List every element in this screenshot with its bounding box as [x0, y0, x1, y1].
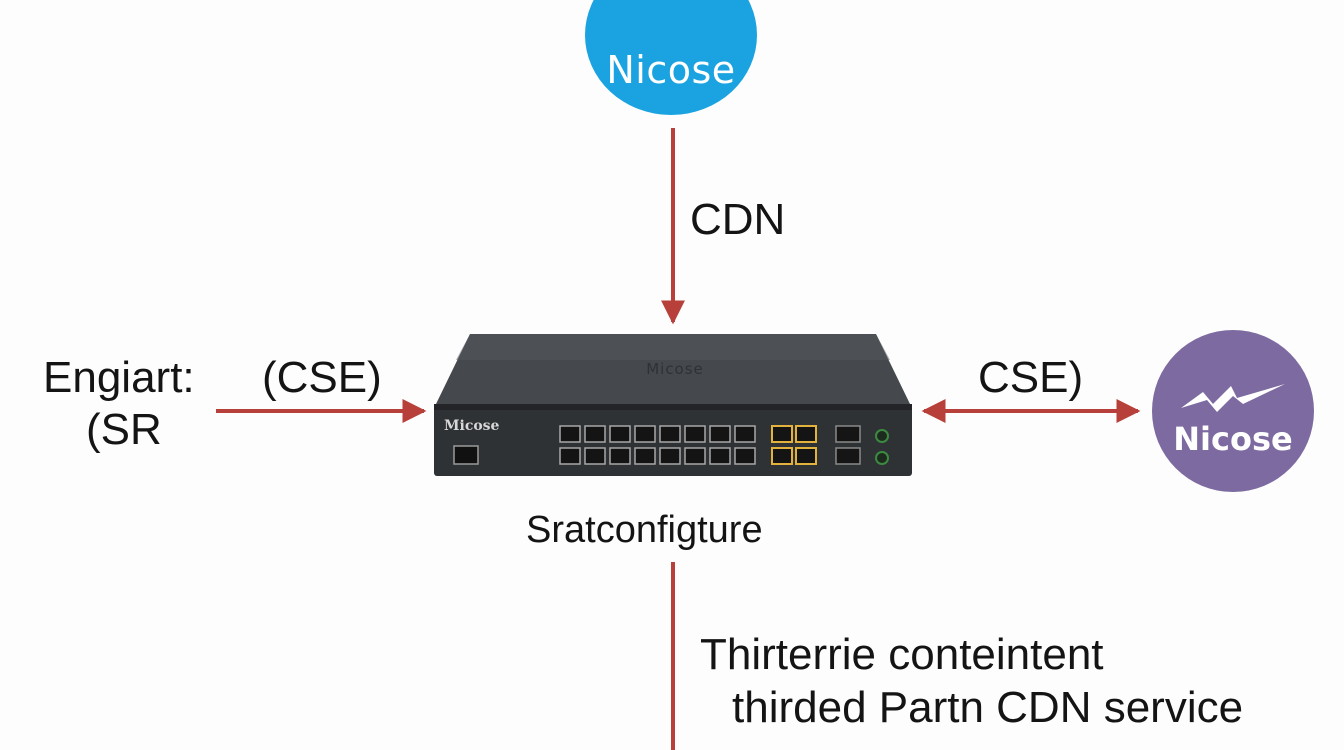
- bottom-label-line1: Thirterrie conteintent: [700, 630, 1104, 679]
- left-label-line1: Engiart:: [43, 353, 195, 402]
- switch-caption: Sratconfigture: [526, 509, 763, 551]
- rj45-port: [584, 425, 606, 443]
- switch-illustration: Micose Micose: [434, 334, 912, 476]
- rj45-port: [609, 447, 631, 465]
- cdn-edge-label: CDN: [690, 195, 786, 244]
- rj45-port: [709, 447, 731, 465]
- rj45-port: [709, 425, 731, 443]
- rj45-port: [559, 425, 581, 443]
- switch-top-brand: Micose: [646, 360, 704, 378]
- rj45-port: [659, 425, 681, 443]
- switch-top-shade: [456, 334, 890, 360]
- right-cdn-node: Nicose: [1152, 330, 1314, 492]
- switch-front-edge: [434, 404, 912, 410]
- left-edge-label: (CSE): [262, 353, 382, 402]
- status-led-2: [875, 451, 889, 465]
- status-led-1: [875, 429, 889, 443]
- uplink-port: [771, 425, 793, 443]
- uplink-port: [771, 447, 793, 465]
- right-node-label: Nicose: [1173, 420, 1293, 458]
- rj45-port: [734, 425, 756, 443]
- uplink-port: [795, 447, 817, 465]
- rj45-port: [734, 447, 756, 465]
- rj45-port: [684, 447, 706, 465]
- ethernet-ports: [559, 425, 817, 465]
- rj45-port: [584, 447, 606, 465]
- rj45-port: [634, 425, 656, 443]
- top-cdn-node: Nicose: [585, 0, 757, 115]
- sfp-port-1: [835, 425, 861, 443]
- bottom-label-line2: thirded Partn CDN service: [732, 683, 1244, 732]
- lightning-swoosh-icon: [1181, 384, 1285, 412]
- right-edge-label: CSE): [978, 353, 1084, 402]
- network-switch-icon: Micose Micose: [430, 332, 916, 478]
- rj45-port: [559, 447, 581, 465]
- switch-front-brand: Micose: [444, 418, 500, 434]
- uplink-port: [795, 425, 817, 443]
- left-label-line2: (SR: [86, 405, 162, 454]
- top-node-label: Nicose: [606, 48, 736, 92]
- sfp-port-2: [835, 447, 861, 465]
- rj45-port: [609, 425, 631, 443]
- console-port: [453, 445, 479, 465]
- rj45-port: [659, 447, 681, 465]
- rj45-port: [634, 447, 656, 465]
- rj45-port: [684, 425, 706, 443]
